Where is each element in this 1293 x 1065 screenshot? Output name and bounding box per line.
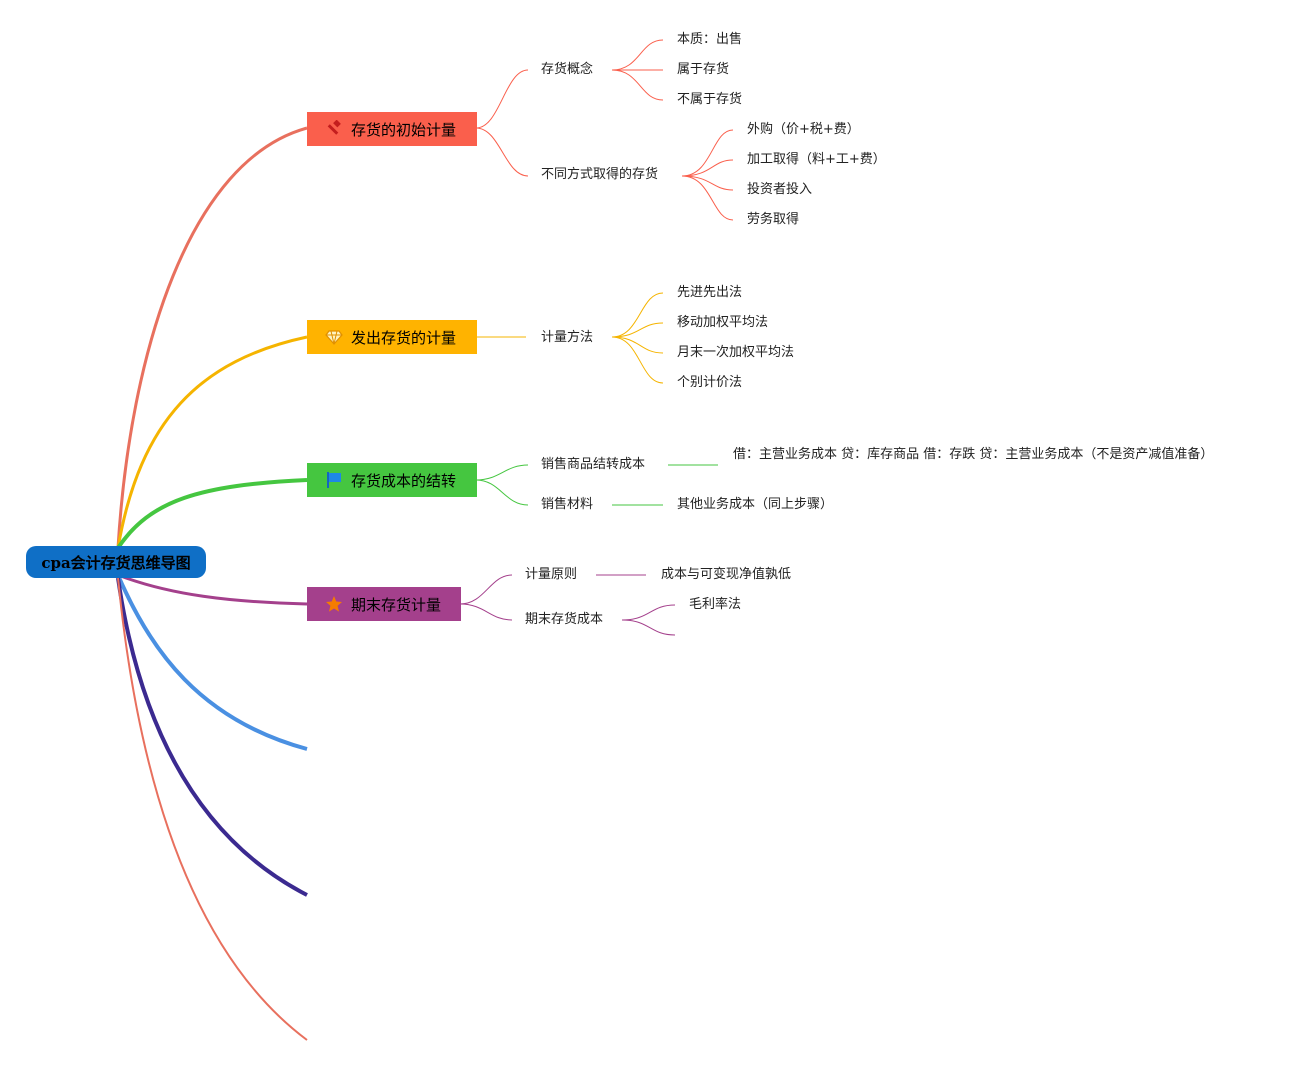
- subtopic[interactable]: 计量原则: [525, 567, 578, 582]
- branch-topic-4-label: 期末存货计量: [351, 595, 442, 614]
- leaf-topic[interactable]: 劳务取得: [747, 212, 800, 227]
- connector-root-empty-indigo: [116, 577, 308, 897]
- branch-topic-4[interactable]: 期末存货计量: [307, 587, 461, 621]
- diamond-icon: [323, 326, 345, 348]
- connector-root-empty-red: [117, 577, 308, 1041]
- subtopic[interactable]: 存货概念: [541, 62, 594, 77]
- connector-root-b1: [116, 126, 308, 549]
- leaf-topic[interactable]: 借：主营业务成本 贷：库存商品 借：存跌 贷：主营业务成本（不是资产减值准备）: [733, 447, 1214, 462]
- branch-topic-2[interactable]: 发出存货的计量: [307, 320, 477, 354]
- branch-topic-3[interactable]: 存货成本的结转: [307, 463, 477, 497]
- connectors-b4: [459, 574, 676, 636]
- flag-icon: [323, 469, 345, 491]
- leaf-topic[interactable]: 移动加权平均法: [677, 315, 769, 330]
- leaf-topic[interactable]: 先进先出法: [677, 285, 743, 300]
- leaf-topic[interactable]: 外购（价+税+费）: [747, 122, 860, 137]
- subtopic[interactable]: 计量方法: [541, 330, 594, 345]
- leaf-topic[interactable]: 个别计价法: [677, 375, 743, 390]
- root-topic-label: cpa会计存货思维导图: [41, 553, 191, 572]
- leaf-topic[interactable]: 投资者投入: [747, 182, 813, 197]
- subtopic[interactable]: 不同方式取得的存货: [541, 167, 659, 182]
- connector-root-empty-blue: [116, 574, 308, 751]
- subtopic[interactable]: 销售商品结转成本: [541, 457, 646, 472]
- leaf-topic[interactable]: 其他业务成本（同上步骤）: [677, 497, 834, 512]
- connector-root-b2: [116, 335, 308, 549]
- branch-topic-1-label: 存货的初始计量: [351, 120, 457, 139]
- leaf-topic[interactable]: 加工取得（料+工+费）: [747, 152, 886, 167]
- leaf-topic[interactable]: 成本与可变现净值孰低: [661, 567, 792, 582]
- leaf-topic[interactable]: 本质：出售: [677, 32, 743, 47]
- star-icon: [323, 593, 345, 615]
- connectors-b2: [476, 292, 664, 384]
- subtopic[interactable]: 销售材料: [541, 497, 594, 512]
- hammer-icon: [323, 118, 345, 140]
- branch-topic-2-label: 发出存货的计量: [351, 328, 457, 347]
- branch-topic-1[interactable]: 存货的初始计量: [307, 112, 477, 146]
- connectors-b3: [475, 464, 718, 506]
- branch-topic-3-label: 存货成本的结转: [351, 471, 457, 490]
- leaf-topic[interactable]: 属于存货: [677, 62, 730, 77]
- connector-root-b4: [117, 573, 308, 606]
- root-topic[interactable]: cpa会计存货思维导图: [26, 546, 206, 578]
- connectors-b1: [475, 39, 734, 221]
- leaf-topic[interactable]: 毛利率法: [689, 597, 742, 612]
- subtopic[interactable]: 期末存货成本: [525, 612, 604, 627]
- leaf-topic[interactable]: 不属于存货: [677, 92, 743, 107]
- connector-root-b3: [116, 478, 308, 550]
- leaf-topic[interactable]: 月末一次加权平均法: [677, 345, 795, 360]
